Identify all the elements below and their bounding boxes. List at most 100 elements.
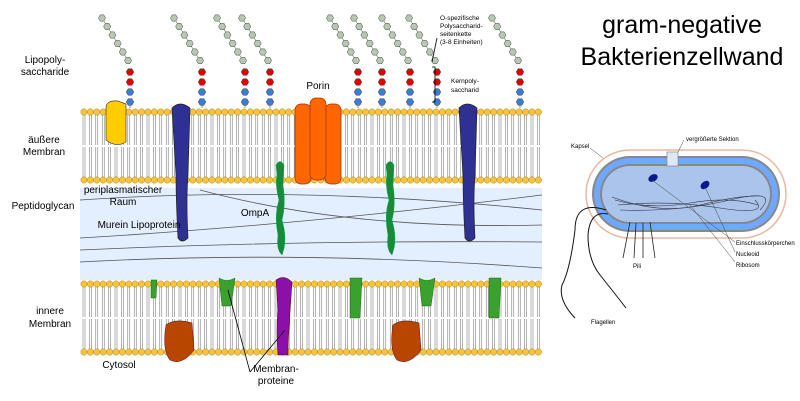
sugar-unit [341, 40, 350, 47]
sugar-unit [248, 31, 257, 39]
lipid-head [502, 108, 510, 116]
label-peptidoglycan: Peptidoglycan [12, 201, 75, 212]
lipid-head [502, 348, 510, 356]
lipid-head [477, 280, 485, 288]
lipid-head [528, 108, 536, 116]
lipid-head [413, 176, 421, 184]
sugar-unit [103, 23, 112, 30]
lipid-head [93, 108, 101, 116]
lipid-head [477, 176, 485, 184]
lipid-head [496, 348, 504, 356]
sugar-unit [350, 14, 358, 22]
label-lps-1: Lipopoly- [25, 55, 66, 66]
sugar-unit [336, 31, 345, 39]
lipid-head [150, 108, 158, 116]
sugar-unit [331, 23, 340, 30]
lipid-head [426, 108, 433, 116]
label-inner-2: Membran [29, 319, 71, 330]
sugar-unit [508, 48, 517, 56]
label-pili: Pili [633, 264, 641, 270]
sugar-unit [113, 40, 122, 47]
lipid-head [234, 280, 242, 288]
lipid-head [451, 348, 459, 356]
sugar-unit [383, 23, 392, 30]
lipid-head [509, 176, 517, 184]
lipid-head [182, 280, 190, 288]
sugar-unit [125, 88, 135, 96]
lipid-head [336, 348, 344, 356]
sugar-unit [190, 48, 199, 56]
lipid-head [112, 280, 120, 288]
label-inclusion: Einschlusskörperchen [736, 241, 795, 247]
lipid-head [125, 348, 133, 356]
lipid-head [451, 108, 459, 116]
lipid-head [87, 176, 94, 184]
lipid-head [291, 280, 299, 288]
sugar-unit [515, 78, 525, 86]
sugar-unit [514, 57, 522, 64]
sugar-unit [233, 48, 242, 56]
lipid-head [400, 108, 408, 116]
sugar-unit [243, 23, 252, 30]
lipid-head [438, 348, 446, 356]
lipid-head [349, 348, 357, 356]
lipid-head [246, 348, 254, 356]
sugar-unit [420, 40, 429, 47]
lipid-head [112, 176, 120, 184]
lipid-head [80, 176, 88, 184]
lipid-head [246, 176, 254, 184]
lipid-head [138, 176, 146, 184]
lipid-head [80, 280, 88, 288]
lipid-head [240, 176, 248, 184]
lipid-head [253, 176, 261, 184]
lipid-head [227, 348, 235, 356]
lipid-head [438, 176, 446, 184]
sugar-unit [353, 98, 363, 106]
sugar-unit [239, 57, 247, 64]
sugar-unit [405, 88, 415, 96]
sugar-unit [405, 98, 415, 106]
sugar-unit [378, 14, 386, 22]
lipid-head [490, 176, 497, 184]
core-line: Kernpoly- [451, 78, 479, 85]
bacterium-cell: Kapsel vergrößerte Sektion Einschlusskör… [560, 137, 795, 326]
lipid-head [150, 348, 158, 356]
lipid-head [374, 280, 382, 288]
lipid-head [509, 280, 517, 288]
lipid-head [131, 108, 139, 116]
lipid-head [394, 108, 401, 116]
lipid-head [157, 280, 165, 288]
lipid-head [349, 176, 357, 184]
lipid-head [208, 280, 216, 288]
lipid-head [394, 280, 401, 288]
lipid-head [458, 348, 465, 356]
lps-molecule [326, 14, 363, 108]
lipid-head [202, 280, 210, 288]
sugar-unit [377, 98, 387, 106]
sugar-unit [228, 40, 237, 47]
lipid-head [106, 280, 114, 288]
lipid-head [387, 108, 395, 116]
lipid-head [515, 280, 523, 288]
lipid-head [535, 348, 542, 356]
lipid-head [406, 280, 414, 288]
lipid-head [464, 280, 472, 288]
inner-membrane-proteins [150, 277, 502, 319]
sugar-unit [170, 14, 178, 22]
lipid-head [477, 348, 485, 356]
sugar-unit [398, 48, 407, 56]
lipid-head [195, 348, 203, 356]
lipid-head [291, 348, 299, 356]
lipid-head [445, 280, 453, 288]
sugar-unit [515, 88, 525, 96]
lipid-head [515, 176, 523, 184]
lps-molecule [98, 14, 135, 108]
sugar-unit [370, 48, 379, 56]
brown-protein-right [391, 320, 422, 362]
lps-molecule [213, 14, 250, 108]
label-outer-2: Membran [23, 147, 65, 158]
sugar-unit [240, 88, 250, 96]
lipid-head [522, 280, 529, 288]
lipid-head [368, 280, 376, 288]
lipid-head [470, 348, 478, 356]
